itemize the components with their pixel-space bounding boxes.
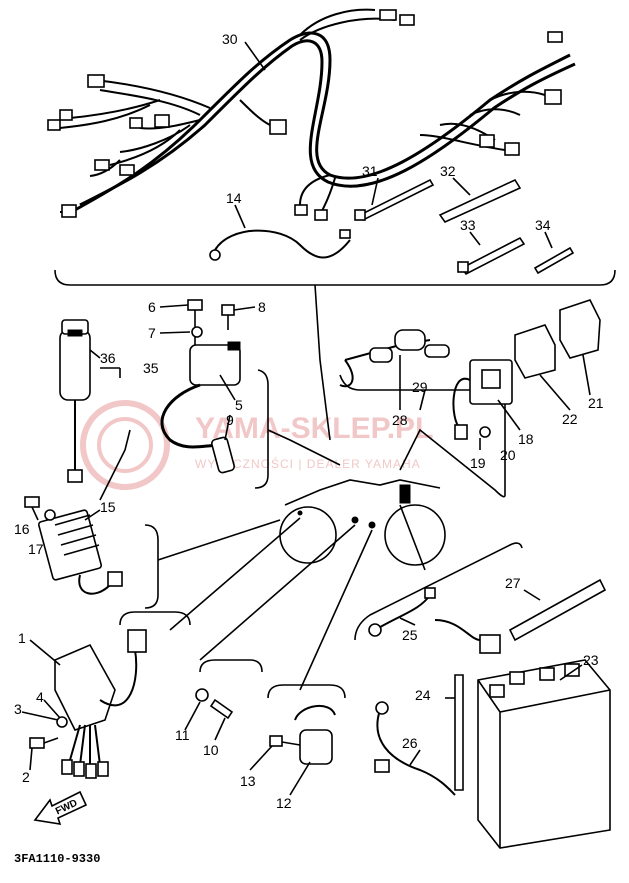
callout-14: 14 xyxy=(226,190,242,206)
callout-20: 20 xyxy=(500,447,516,463)
relay-21 xyxy=(559,299,601,359)
battery-lead-25 xyxy=(368,587,501,654)
callout-7: 7 xyxy=(148,325,156,341)
callout-24: 24 xyxy=(415,687,431,703)
callout-17: 17 xyxy=(28,541,44,557)
callout-2: 2 xyxy=(22,769,30,785)
bike-outline xyxy=(279,479,446,566)
rectifier xyxy=(452,359,513,440)
watermark-sub: WYŁĄCZNOŚCI | DEALER YAMAHA xyxy=(195,456,421,471)
callout-10: 10 xyxy=(203,742,219,758)
starter-relay xyxy=(339,329,450,388)
callout-5: 5 xyxy=(235,397,243,413)
neutral-switch xyxy=(269,705,336,765)
callout-3: 3 xyxy=(14,701,22,717)
callout-18: 18 xyxy=(518,431,534,447)
callout-4: 4 xyxy=(36,689,44,705)
callout-16: 16 xyxy=(14,521,30,537)
callout-26: 26 xyxy=(402,735,418,751)
callout-27: 27 xyxy=(505,575,521,591)
callout-8: 8 xyxy=(258,299,266,315)
watermark: YAMA-SKLEP.PL WYŁĄCZNOŚCI | DEALER YAMAH… xyxy=(80,400,433,490)
callout-12: 12 xyxy=(276,795,292,811)
callout-9: 9 xyxy=(226,412,234,428)
callout-13: 13 xyxy=(240,773,256,789)
callout-28: 28 xyxy=(392,412,408,428)
ignition-coil xyxy=(160,299,241,474)
battery-strap xyxy=(508,578,607,642)
battery-lead-26 xyxy=(374,701,456,796)
diagram-code: 3FA1110-9330 xyxy=(14,852,100,866)
callout-29: 29 xyxy=(412,379,428,395)
fwd-arrow: FWD xyxy=(33,790,88,825)
cable-ties xyxy=(354,178,575,276)
callout-34: 34 xyxy=(535,217,551,233)
callout-33: 33 xyxy=(460,217,476,233)
wire-harness xyxy=(47,8,576,221)
callout-1: 1 xyxy=(18,630,26,646)
lead-wire-14 xyxy=(209,229,351,261)
callout-32: 32 xyxy=(440,163,456,179)
callout-11: 11 xyxy=(175,727,190,743)
cdi-unit xyxy=(29,629,147,779)
regulator xyxy=(24,496,123,595)
breather-hose xyxy=(454,674,464,791)
callout-30: 30 xyxy=(222,31,238,47)
callout-22: 22 xyxy=(562,411,578,427)
callout-6: 6 xyxy=(148,299,156,315)
leader-lines xyxy=(21,41,591,796)
callout-25: 25 xyxy=(402,627,418,643)
sensor-10 xyxy=(195,688,234,720)
callout-31: 31 xyxy=(362,163,378,179)
callout-23: 23 xyxy=(583,652,599,668)
main-switch xyxy=(59,319,91,483)
callout-35: 35 xyxy=(143,360,159,376)
group-bracket xyxy=(54,269,616,286)
relay-22 xyxy=(514,324,556,379)
callout-21: 21 xyxy=(588,395,604,411)
callout-15: 15 xyxy=(100,499,116,515)
callouts: 30 31 32 33 34 14 6 7 8 36 35 5 9 29 28 … xyxy=(14,31,604,811)
watermark-main: YAMA-SKLEP.PL xyxy=(195,412,433,445)
callout-19: 19 xyxy=(470,455,486,471)
battery xyxy=(477,659,611,849)
callout-36: 36 xyxy=(100,350,116,366)
